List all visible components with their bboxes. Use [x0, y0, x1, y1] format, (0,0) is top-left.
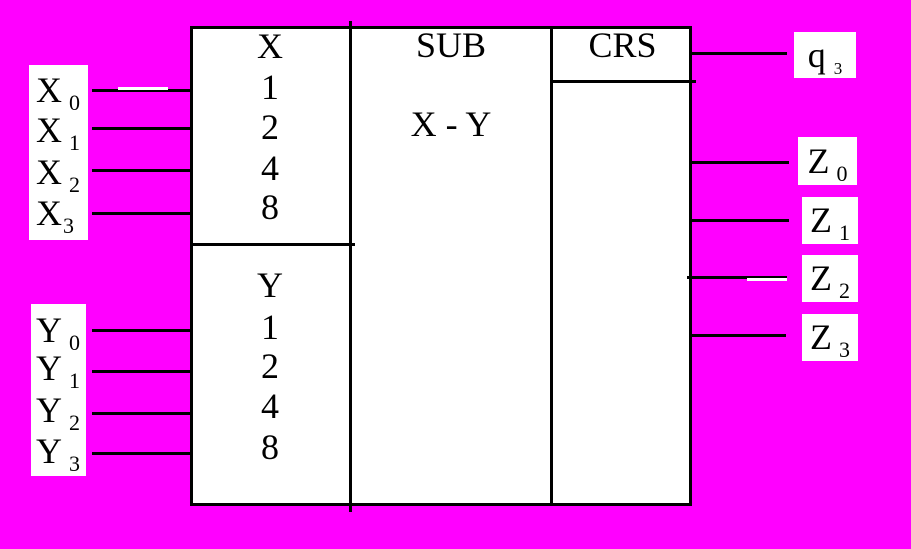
output-label-q3-base: q: [807, 35, 826, 75]
wire-x2: [92, 169, 193, 172]
y-weight-2: 2: [261, 346, 279, 386]
divider-input-column: [349, 21, 352, 512]
y-weight-4: 4: [261, 386, 279, 426]
input-label-x0-base: X: [36, 70, 62, 110]
carry-header: CRS: [588, 25, 657, 65]
input-label-y2-sub: 2: [69, 410, 80, 435]
input-label-y3-base: Y: [36, 431, 62, 471]
wire-y1: [92, 370, 190, 373]
output-label-z2-base: Z: [810, 258, 832, 298]
x-weight-8: 8: [261, 187, 279, 227]
input-label-x1-base: X: [36, 110, 62, 150]
output-label-z3-base: Z: [810, 317, 832, 357]
wire-q3: [692, 52, 787, 55]
input-label-y0-base: Y: [36, 310, 62, 350]
wire-z0: [692, 161, 789, 164]
input-label-y3-sub: 3: [69, 451, 80, 476]
x-y-separator: [190, 243, 355, 246]
divider-crs-column: [550, 26, 553, 506]
input-label-y1-sub: 1: [69, 368, 80, 393]
output-label-q3-sub: 3: [833, 59, 843, 78]
output-label-z0-sub: 0: [836, 161, 848, 186]
y-input-labelbox: [31, 304, 86, 476]
output-label-z0-base: Z: [807, 141, 830, 181]
x-section-header: X: [257, 26, 283, 66]
input-label-x2-base: X: [36, 152, 62, 192]
wire-y2: [92, 412, 193, 415]
wire-x0: [92, 89, 190, 92]
wire-z2: [687, 276, 787, 279]
wire-z2-white-artifact: [747, 278, 787, 281]
input-label-x3: X3: [36, 191, 74, 238]
function-operation: X - Y: [410, 104, 492, 144]
function-header: SUB: [415, 25, 487, 65]
wire-z1: [692, 219, 789, 222]
output-label-z1-base: Z: [810, 200, 832, 240]
x-input-labelbox: [29, 65, 88, 240]
output-label-z1-sub: 1: [839, 220, 850, 245]
wire-x0-white-artifact: [118, 87, 168, 90]
input-label-x2-sub: 2: [69, 172, 80, 197]
x-weight-4: 4: [261, 148, 279, 188]
input-label-x3-sub: 3: [63, 213, 74, 238]
input-label-y1-base: Y: [36, 348, 62, 388]
y-section-header: Y: [257, 265, 283, 305]
input-label-x1-sub: 1: [69, 130, 80, 155]
y-weight-1: 1: [261, 307, 279, 347]
wire-z3: [692, 334, 786, 337]
output-label-z3-sub: 3: [839, 337, 850, 362]
x-weight-1: 1: [261, 67, 279, 107]
subtractor-block-outline: [190, 26, 692, 506]
wire-y3: [92, 452, 193, 455]
wire-x3: [92, 212, 193, 215]
y-weight-8: 8: [261, 427, 279, 467]
wire-y0: [92, 329, 190, 332]
input-label-y0-sub: 0: [69, 330, 80, 355]
output-label-z2-sub: 2: [839, 278, 850, 303]
x-weight-2: 2: [261, 107, 279, 147]
input-label-x0-sub: 0: [69, 90, 80, 115]
input-label-x3-base: X: [36, 193, 62, 233]
crs-header-underline: [551, 80, 696, 83]
wire-x1: [92, 127, 190, 130]
input-label-y2-base: Y: [36, 390, 62, 430]
